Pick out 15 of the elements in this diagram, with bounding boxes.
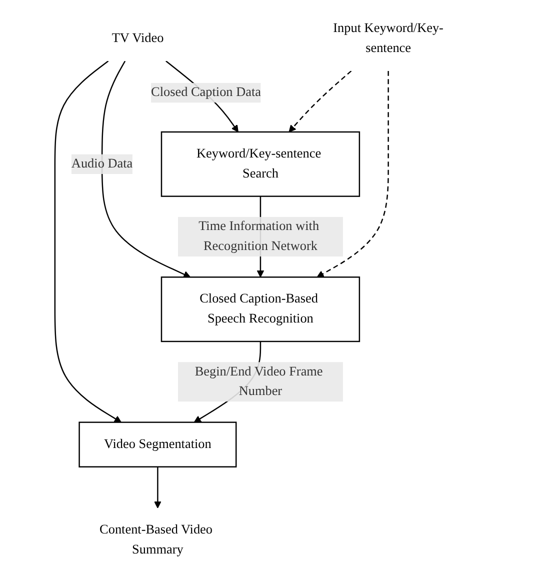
node-box: Keyword/Key-sentence Search <box>160 131 360 197</box>
node-text: Content-Based Video Summary <box>99 522 212 557</box>
edge-label: Time Information with Recognition Network <box>198 219 319 254</box>
arrow <box>316 70 389 278</box>
arrow <box>154 466 162 508</box>
arrow <box>288 70 352 132</box>
node-text: TV Video <box>112 31 164 46</box>
edge-label: Begin/End Video Frame Number <box>194 364 323 398</box>
edge-label: Audio Data <box>71 156 133 171</box>
arrow <box>54 60 122 423</box>
node-text: Input Keyword/Key-sentence <box>333 21 444 56</box>
arrow <box>101 60 190 278</box>
node-box: Closed Caption-Based Speech Recognition <box>160 276 360 342</box>
edge-label: Closed Caption Data <box>150 85 261 100</box>
node-box: Video Segmentation <box>78 422 237 468</box>
